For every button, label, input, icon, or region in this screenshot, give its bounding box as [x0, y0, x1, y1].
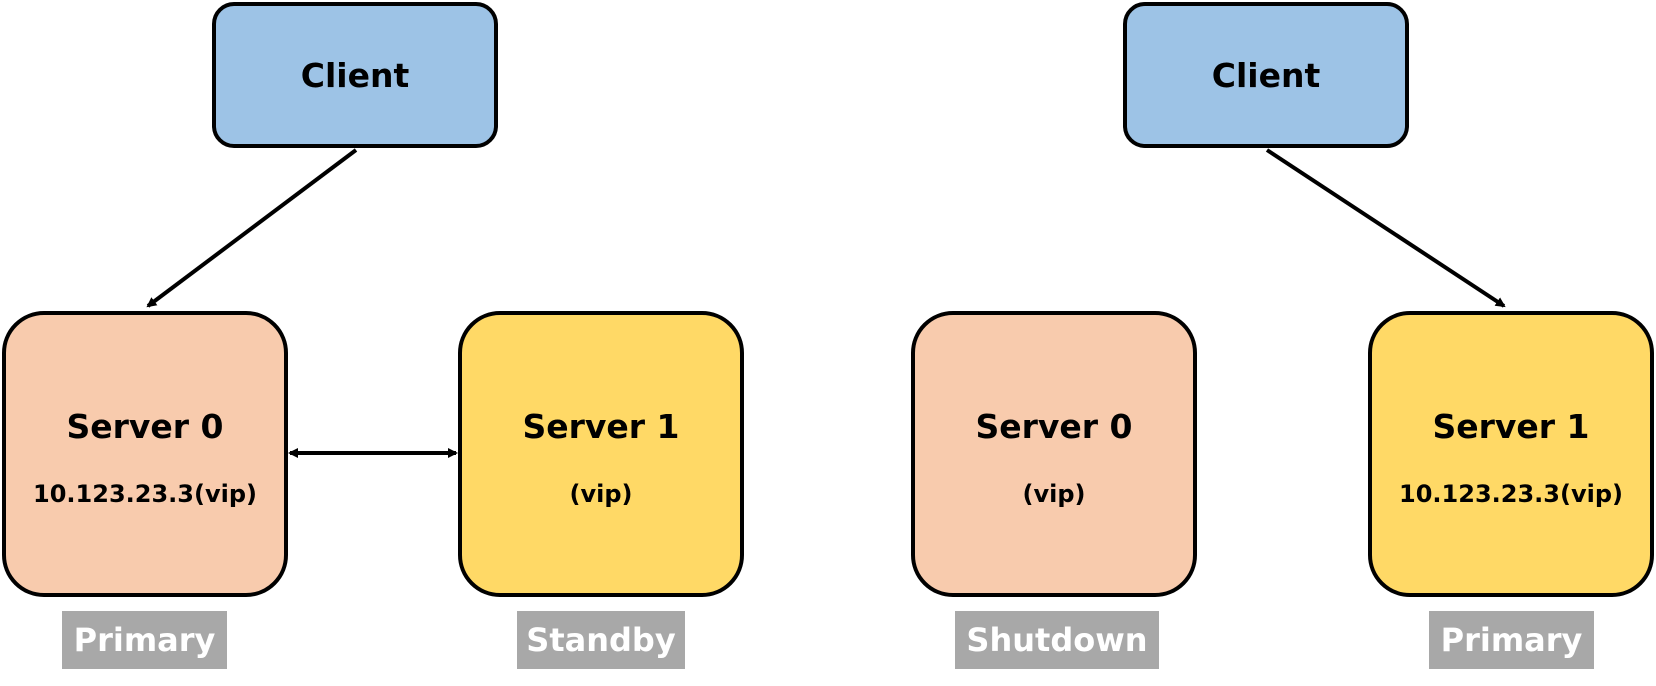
right-server1-box: Server 1 10.123.23.3(vip) — [1368, 311, 1654, 597]
right-server0-box: Server 0 (vip) — [911, 311, 1197, 597]
right-client-box: Client — [1123, 2, 1409, 148]
right-client-to-server1-arrow — [1265, 148, 1506, 308]
left-server1-ip: (vip) — [569, 479, 633, 508]
left-server1-box: Server 1 (vip) — [458, 311, 744, 597]
left-client-to-server0-arrow — [146, 148, 358, 308]
left-client-box: Client — [212, 2, 498, 148]
right-server1-name: Server 1 — [1432, 406, 1590, 446]
right-server1-role-tag: Primary — [1429, 611, 1594, 669]
right-server1-ip: 10.123.23.3(vip) — [1399, 479, 1623, 508]
right-server0-name: Server 0 — [975, 406, 1133, 446]
right-server0-ip: (vip) — [1022, 479, 1086, 508]
right-client-label: Client — [1211, 55, 1321, 95]
right-server0-role-tag: Shutdown — [955, 611, 1159, 669]
left-server1-role-tag: Standby — [517, 611, 685, 669]
left-server0-role-tag: Primary — [62, 611, 227, 669]
left-server0-box: Server 0 10.123.23.3(vip) — [2, 311, 288, 597]
left-client-label: Client — [300, 55, 410, 95]
left-server0-ip: 10.123.23.3(vip) — [33, 479, 257, 508]
left-server0-name: Server 0 — [66, 406, 224, 446]
left-server1-name: Server 1 — [522, 406, 680, 446]
